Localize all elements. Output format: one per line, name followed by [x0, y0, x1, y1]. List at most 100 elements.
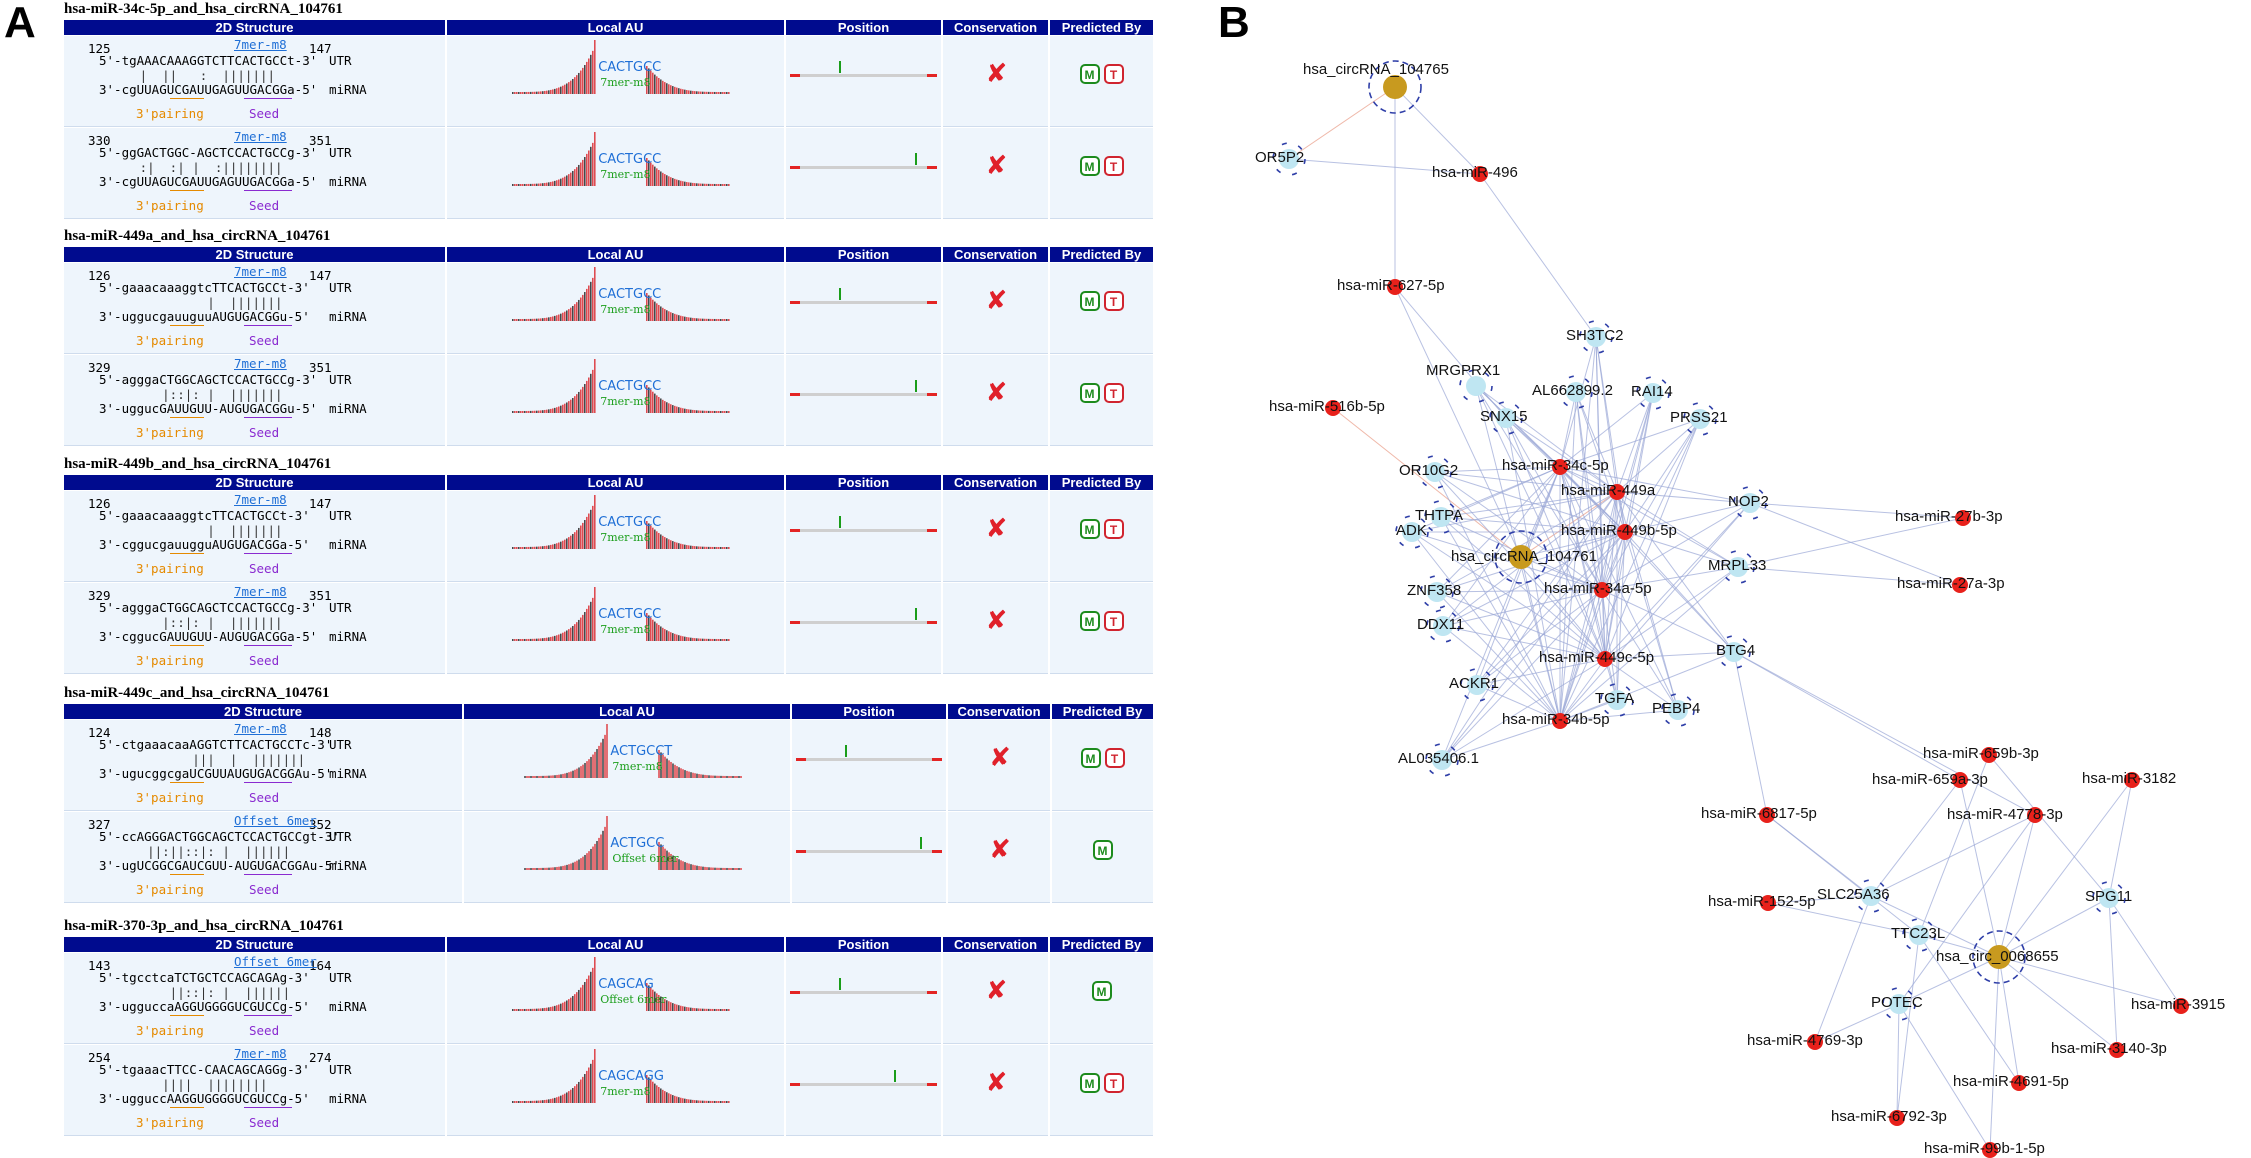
au-bar [728, 547, 730, 549]
gene-node[interactable] [1854, 879, 1888, 913]
gene-node[interactable] [1600, 683, 1634, 717]
au-bar [692, 1007, 694, 1011]
au-bar [530, 410, 532, 413]
au-bar [606, 816, 608, 870]
au-bar [536, 546, 538, 549]
mirna-node[interactable] [1760, 895, 1776, 911]
au-bar [564, 773, 566, 778]
gene-node[interactable] [1717, 635, 1751, 669]
table-cell [64, 355, 445, 446]
badge-m: M [1079, 383, 1100, 403]
gene-node[interactable] [1683, 402, 1717, 436]
mirna-sequence: 3'-ugucggcgaUCGUUAUGUGACGGAu-5' [99, 766, 333, 781]
node-halo [1460, 668, 1494, 702]
mirna-node[interactable] [1889, 1110, 1905, 1126]
au-bar [720, 410, 722, 413]
au-bar [588, 285, 590, 321]
gene-node[interactable] [1460, 668, 1494, 702]
circrna-node[interactable] [1368, 60, 1422, 114]
mirna-node[interactable] [2109, 1042, 2125, 1058]
mirna-node[interactable] [2124, 772, 2140, 788]
gene-node[interactable] [1733, 486, 1767, 520]
node-dot [1597, 651, 1613, 667]
au-bar [582, 159, 584, 186]
gene-node[interactable] [1636, 376, 1670, 410]
au-bar [672, 855, 674, 870]
au-bar [728, 1009, 730, 1011]
circrna-node[interactable] [1972, 930, 2026, 984]
site-start: 143 [88, 958, 111, 973]
gene-node[interactable] [1661, 693, 1695, 727]
network-edge [1604, 418, 1701, 660]
network-edge [1998, 956, 2020, 1084]
au-bar [576, 1084, 578, 1103]
au-bar [680, 88, 682, 94]
network-edge [1559, 392, 1654, 468]
au-bar [676, 766, 678, 778]
mirna-node[interactable] [1955, 510, 1971, 526]
mirna-node[interactable] [1594, 582, 1610, 598]
mirna-node[interactable] [1387, 279, 1403, 295]
au-bar [726, 638, 728, 641]
position-marker [920, 837, 923, 849]
network-edge [1749, 502, 1961, 586]
au-bar [670, 85, 672, 94]
gene-node[interactable] [1721, 550, 1755, 584]
au-bar [536, 91, 538, 94]
mirna-node[interactable] [2173, 998, 2189, 1014]
au-bar [706, 638, 708, 641]
gene-node[interactable] [1459, 369, 1493, 403]
au-bar [526, 868, 528, 870]
position-start-cap [790, 991, 800, 994]
utr-sequence: 5'-tgaaacTTCC-CAACAGCAGGg-3' [99, 1062, 310, 1077]
mirna-node[interactable] [1759, 807, 1775, 823]
mirna-node[interactable] [1552, 713, 1568, 729]
gene-node[interactable] [2092, 881, 2126, 915]
gene-node[interactable] [1425, 743, 1459, 777]
gene-node[interactable] [1424, 500, 1458, 534]
node-label: hsa-miR-99b-1-5p [1924, 1140, 2045, 1157]
au-bar [674, 1095, 676, 1103]
gene-node[interactable] [1395, 515, 1429, 549]
mirna-node[interactable] [1952, 772, 1968, 788]
network-edge [1436, 466, 1561, 593]
gene-node[interactable] [1272, 142, 1306, 176]
au-bar [524, 1008, 526, 1011]
mirna-node[interactable] [1552, 459, 1568, 475]
mirna-node[interactable] [1609, 484, 1625, 500]
mirna-node[interactable] [1617, 524, 1633, 540]
block-title: hsa-miR-370-3p_and_hsa_circRNA_104761 [64, 918, 344, 934]
au-bar [698, 183, 700, 186]
gene-node[interactable] [1489, 401, 1523, 435]
node-dot [1909, 925, 1929, 945]
au-bar [564, 311, 566, 321]
network-edge [1575, 391, 1603, 591]
mirna-node[interactable] [1472, 166, 1488, 182]
mirna-node[interactable] [2011, 1075, 2027, 1091]
gene-node[interactable] [1420, 575, 1454, 609]
gene-node[interactable] [1559, 375, 1593, 409]
gene-node[interactable] [1882, 987, 1916, 1021]
network-edge [2108, 897, 2182, 1007]
seed-label: Seed [249, 198, 280, 213]
au-bar [696, 773, 698, 778]
position-start-cap [796, 758, 806, 761]
au-bar [698, 318, 700, 321]
mirna-node[interactable] [1952, 577, 1968, 593]
gene-node[interactable] [1418, 455, 1452, 489]
au-bar [574, 169, 576, 186]
circrna-node[interactable] [1494, 530, 1548, 584]
gene-node[interactable] [1579, 320, 1613, 354]
mirna-node[interactable] [2027, 807, 2043, 823]
network-edge [1440, 516, 1561, 722]
mirna-node[interactable] [1597, 651, 1613, 667]
mirna-node[interactable] [1807, 1034, 1823, 1050]
gene-node[interactable] [1426, 609, 1460, 643]
mirna-node[interactable] [1981, 747, 1997, 763]
badge-m: M [1079, 611, 1100, 631]
mirna-node[interactable] [1325, 400, 1341, 416]
node-dot [1433, 616, 1453, 636]
gene-node[interactable] [1902, 918, 1936, 952]
mirna-node[interactable] [1982, 1142, 1998, 1158]
table-cell [64, 491, 445, 582]
